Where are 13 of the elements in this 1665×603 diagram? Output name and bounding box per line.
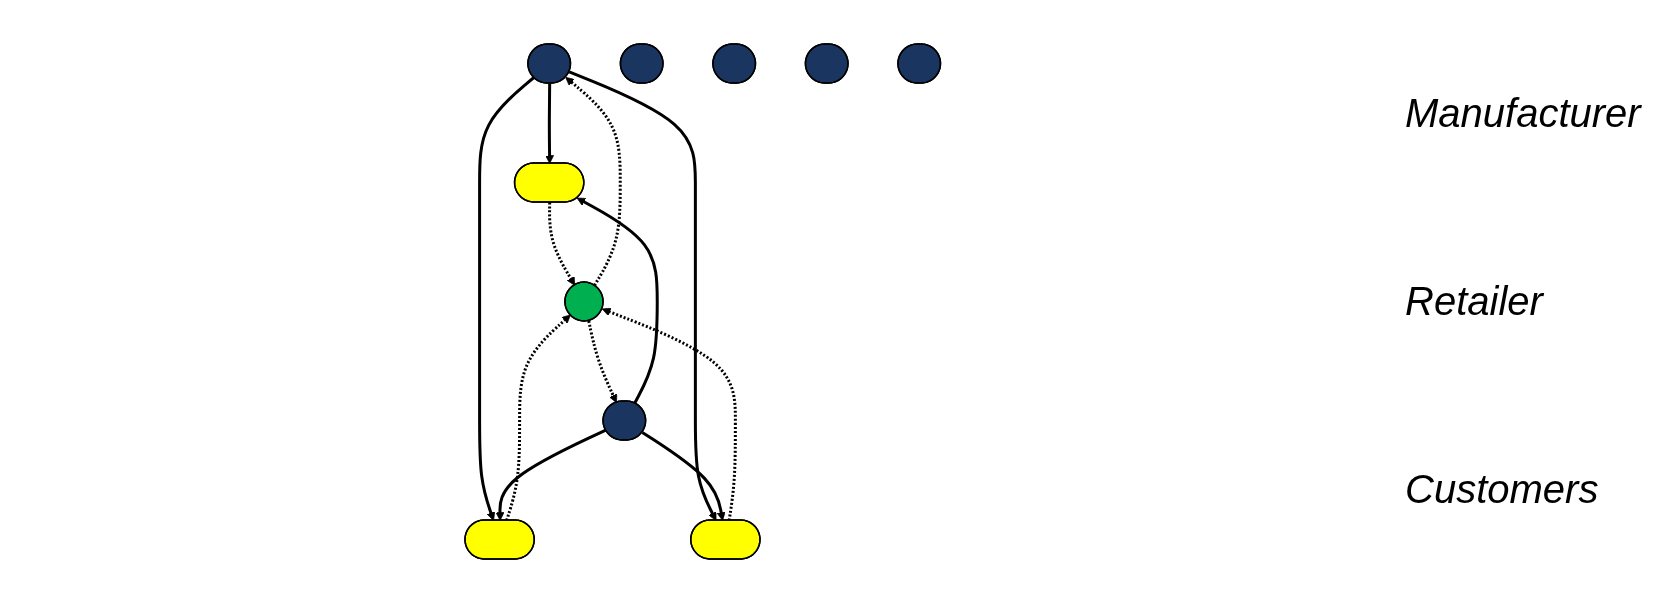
arrow xyxy=(601,307,737,521)
arrow xyxy=(568,70,717,521)
arrow xyxy=(565,77,622,287)
arrow xyxy=(495,428,607,521)
arrow xyxy=(544,83,554,164)
row-label: Retailer xyxy=(1405,279,1545,324)
row-label: Manufacturer xyxy=(1405,91,1643,137)
arrow xyxy=(547,202,575,286)
arrow xyxy=(576,197,659,404)
arrow xyxy=(477,76,535,521)
row-label: Customers xyxy=(1405,466,1600,512)
arrow xyxy=(641,431,726,521)
arrow xyxy=(587,320,617,404)
